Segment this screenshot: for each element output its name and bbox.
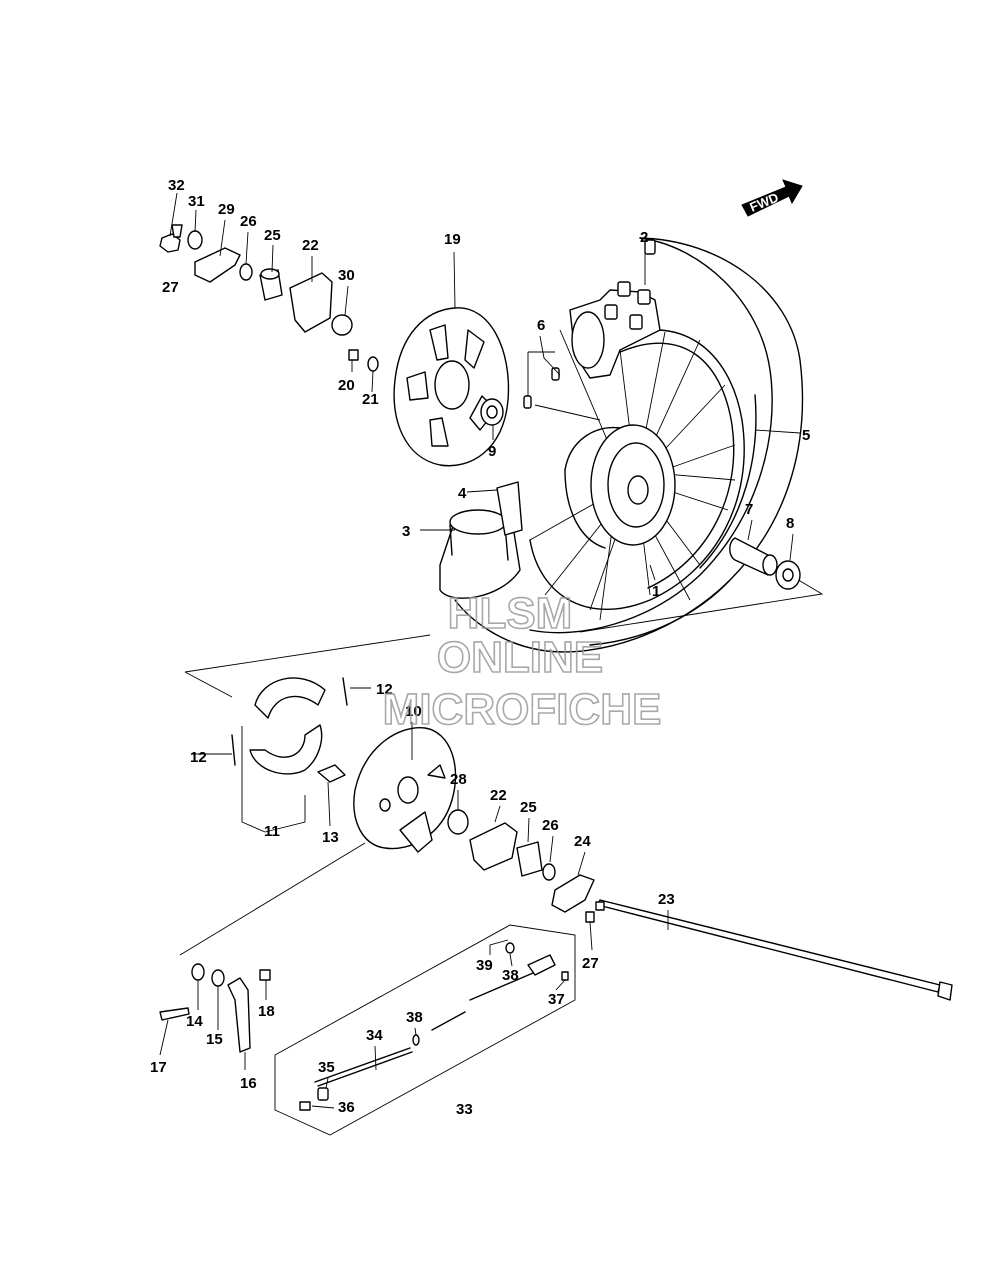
callout-18: 18: [258, 1003, 275, 1020]
callout-24: 24: [574, 833, 591, 850]
callout-30: 30: [338, 267, 355, 284]
sprocket-nut: [480, 398, 504, 426]
callout-26b: 26: [542, 817, 559, 834]
callout-12a: 12: [376, 681, 393, 698]
axle-spacer: [729, 537, 778, 576]
callout-29: 29: [218, 201, 235, 218]
callout-15: 15: [206, 1031, 223, 1048]
callout-32: 32: [168, 177, 185, 194]
callout-38a: 38: [406, 1009, 423, 1026]
callout-8: 8: [786, 515, 794, 532]
callout-9: 9: [488, 443, 496, 460]
callout-3: 3: [402, 523, 410, 540]
callout-7: 7: [745, 501, 753, 518]
callout-11: 11: [264, 823, 280, 840]
callout-21: 21: [362, 391, 379, 408]
callout-37: 37: [548, 991, 565, 1008]
tire-tread-section: [569, 239, 661, 379]
callout-12b: 12: [190, 749, 207, 766]
callout-25a: 25: [264, 227, 281, 244]
sprocket-mounting-drum: [439, 481, 523, 599]
callout-27a: 27: [162, 279, 179, 296]
callout-25b: 25: [520, 799, 537, 816]
watermark-line-3: MICROFICHE: [383, 685, 662, 734]
rear-sprocket: [393, 307, 510, 467]
brake-shoe-set: [231, 677, 348, 833]
rear-axle: [595, 899, 953, 1001]
callout-34: 34: [366, 1027, 383, 1044]
callout-26a: 26: [240, 213, 257, 230]
callout-10: 10: [405, 703, 422, 720]
brake-rod-assembly: [274, 924, 576, 1136]
wheel-bearing: [775, 560, 801, 590]
brake-panel: [353, 727, 457, 853]
callout-27b: 27: [582, 955, 599, 972]
callout-19: 19: [444, 231, 461, 248]
callout-1: 1: [652, 583, 660, 600]
callout-38b: 38: [502, 967, 519, 984]
callout-labels: 1 2 3 4 5 6 7 8 9 10 11 12 12 13 14 15 1…: [150, 177, 810, 1118]
watermark-line-1: HLSM: [448, 589, 573, 638]
brake-cam: [317, 764, 346, 783]
callout-35: 35: [318, 1059, 335, 1076]
callout-2: 2: [640, 229, 648, 246]
callout-5: 5: [802, 427, 810, 444]
axle-side-hardware: [447, 809, 595, 913]
callout-13: 13: [322, 829, 339, 846]
callout-23: 23: [658, 891, 675, 908]
callout-17: 17: [150, 1059, 167, 1076]
fwd-arrow-icon: FWD: [741, 179, 803, 217]
callout-22a: 22: [302, 237, 319, 254]
callout-16: 16: [240, 1075, 257, 1092]
callout-36: 36: [338, 1099, 355, 1116]
leader-lines: [159, 192, 801, 1109]
callout-20: 20: [338, 377, 355, 394]
wheel-hub: [564, 424, 676, 549]
assembly-guide-lines: [179, 574, 824, 956]
callout-14: 14: [186, 1013, 203, 1030]
balance-weight: [523, 351, 601, 421]
callout-6: 6: [537, 317, 545, 334]
watermark-line-2: ONLINE: [437, 633, 603, 682]
brake-arm-parts: [159, 963, 271, 1053]
callout-4: 4: [458, 485, 467, 502]
fwd-label: FWD: [748, 190, 781, 215]
callout-28: 28: [450, 771, 467, 788]
callout-31: 31: [188, 193, 205, 210]
callout-22b: 22: [490, 787, 507, 804]
watermark: HLSM ONLINE MICROFICHE: [382, 588, 662, 735]
top-left-hardware: [159, 224, 379, 372]
adjuster-bolt: [585, 911, 595, 923]
callout-39: 39: [476, 957, 493, 974]
callout-33: 33: [456, 1101, 473, 1118]
